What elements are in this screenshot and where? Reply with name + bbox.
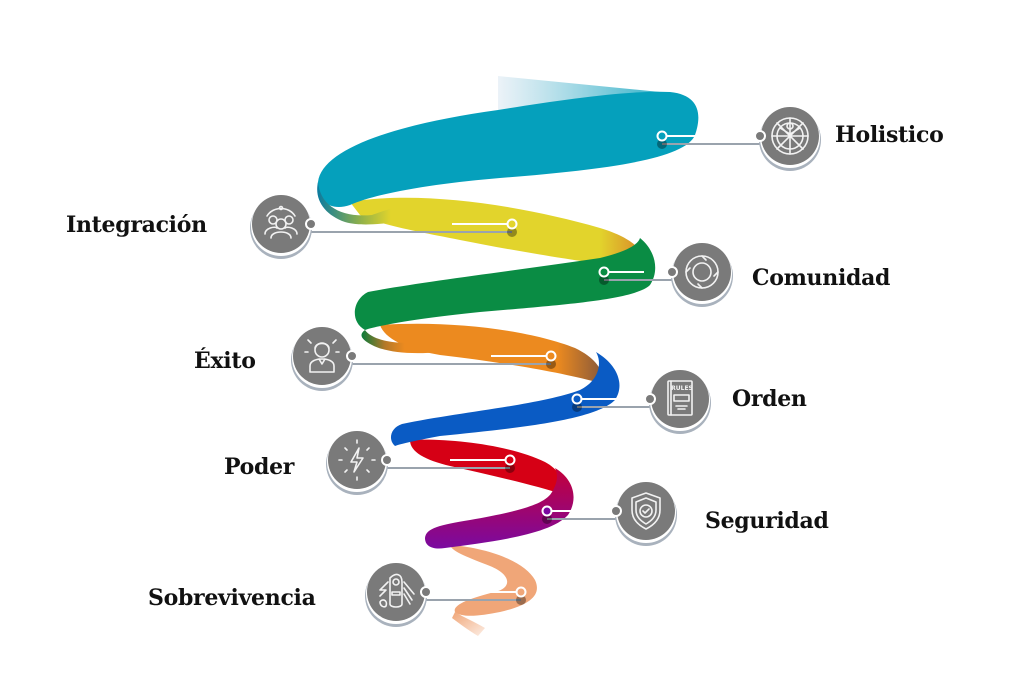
anchor-dot bbox=[504, 454, 516, 466]
level-badge bbox=[325, 428, 393, 495]
connector-4 bbox=[352, 350, 557, 369]
anchor-dot bbox=[656, 130, 668, 142]
team-network-icon bbox=[264, 205, 298, 239]
shield-check-icon bbox=[631, 492, 661, 530]
connector-3 bbox=[598, 266, 672, 285]
connector-7 bbox=[541, 505, 616, 524]
connector-6 bbox=[387, 454, 516, 473]
lightning-icon bbox=[338, 439, 376, 481]
ribbon-segment-holistico bbox=[317, 91, 699, 208]
level-badge bbox=[754, 104, 822, 171]
level-badge bbox=[290, 324, 358, 391]
level-label-6: Poder bbox=[224, 454, 295, 480]
ribbon-segment-comunidad bbox=[354, 238, 656, 330]
anchor-dot bbox=[515, 586, 527, 598]
level-badge bbox=[610, 479, 678, 546]
level-label-3: Comunidad bbox=[752, 265, 891, 291]
level-badge: RULES bbox=[644, 367, 712, 434]
anchor-dot bbox=[598, 266, 610, 278]
level-badge bbox=[364, 560, 432, 627]
ribbon-segment-exito bbox=[380, 323, 602, 383]
level-label-7: Seguridad bbox=[705, 508, 829, 534]
connector-5 bbox=[571, 393, 650, 412]
ribbon-segment-seguridad bbox=[425, 468, 574, 549]
level-label-5: Orden bbox=[732, 386, 807, 412]
ribbon-segment-sobrevivencia bbox=[450, 545, 537, 616]
level-label-1: Holistico bbox=[835, 122, 944, 148]
level-badge bbox=[666, 240, 734, 307]
businessman-icon bbox=[304, 339, 340, 373]
connector-2 bbox=[311, 218, 518, 237]
connector-8 bbox=[426, 586, 527, 605]
anchor-dot bbox=[506, 218, 518, 230]
ribbon-curl-green-orange bbox=[361, 330, 440, 354]
connector-1 bbox=[656, 130, 760, 149]
level-label-2: Integración bbox=[66, 212, 207, 238]
ribbon-tail-bottom bbox=[452, 612, 485, 636]
anchor-dot bbox=[545, 350, 557, 362]
anchor-dot bbox=[571, 393, 583, 405]
ribbon-segment-orden bbox=[390, 352, 620, 446]
tribal-survival-icon bbox=[379, 573, 415, 608]
ribbon-curl-teal-yellow bbox=[317, 182, 440, 225]
rules-book-icon: RULES bbox=[667, 380, 693, 416]
anchor-dot bbox=[541, 505, 553, 517]
level-label-8: Sobrevivencia bbox=[148, 585, 316, 611]
level-label-4: Éxito bbox=[194, 348, 256, 374]
svg-text:RULES: RULES bbox=[671, 385, 693, 392]
level-badge bbox=[249, 192, 317, 259]
vitruvian-man-icon bbox=[771, 117, 809, 155]
circular-arrows-icon bbox=[685, 255, 719, 289]
